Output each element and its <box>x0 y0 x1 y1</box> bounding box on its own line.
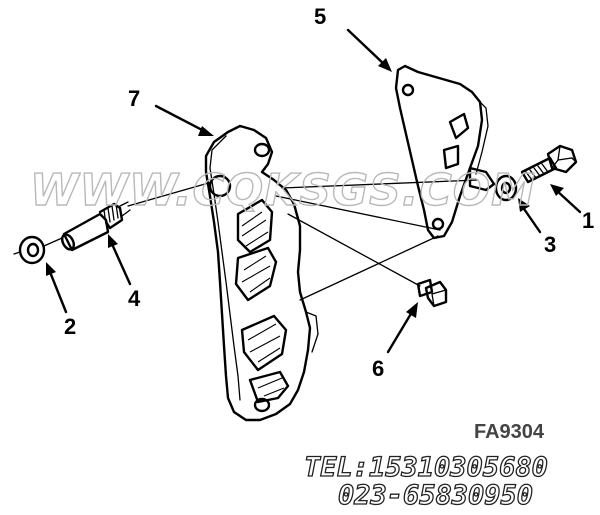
callout-5: 5 <box>314 4 326 29</box>
figure-part-code: FA9304 <box>474 421 545 443</box>
callout-labels: 5 7 1 3 4 2 6 <box>64 4 594 381</box>
part-3-washer <box>494 174 518 202</box>
callout-3: 3 <box>544 232 556 257</box>
part-5-plate <box>394 64 496 240</box>
assembly-lines <box>127 179 479 301</box>
part-6-small-bolt <box>416 278 448 308</box>
callout-2: 2 <box>64 314 76 339</box>
part-1-hex-bolt <box>520 144 578 184</box>
phone-watermark: TEL:15310305680 <box>304 452 548 483</box>
part-7-bracket <box>204 124 319 422</box>
site-watermark: WWW.CQKSGS.COM <box>30 165 536 216</box>
callout-6: 6 <box>372 356 384 381</box>
alt-phone-watermark: 023-65830950 <box>338 480 533 511</box>
bracket-hatching <box>241 211 285 397</box>
leader-arrows <box>46 28 582 354</box>
callout-1: 1 <box>582 208 594 233</box>
part-4-stud <box>61 201 131 252</box>
callout-4: 4 <box>128 286 141 311</box>
part-2-washer <box>13 235 63 265</box>
callout-7: 7 <box>128 86 140 111</box>
